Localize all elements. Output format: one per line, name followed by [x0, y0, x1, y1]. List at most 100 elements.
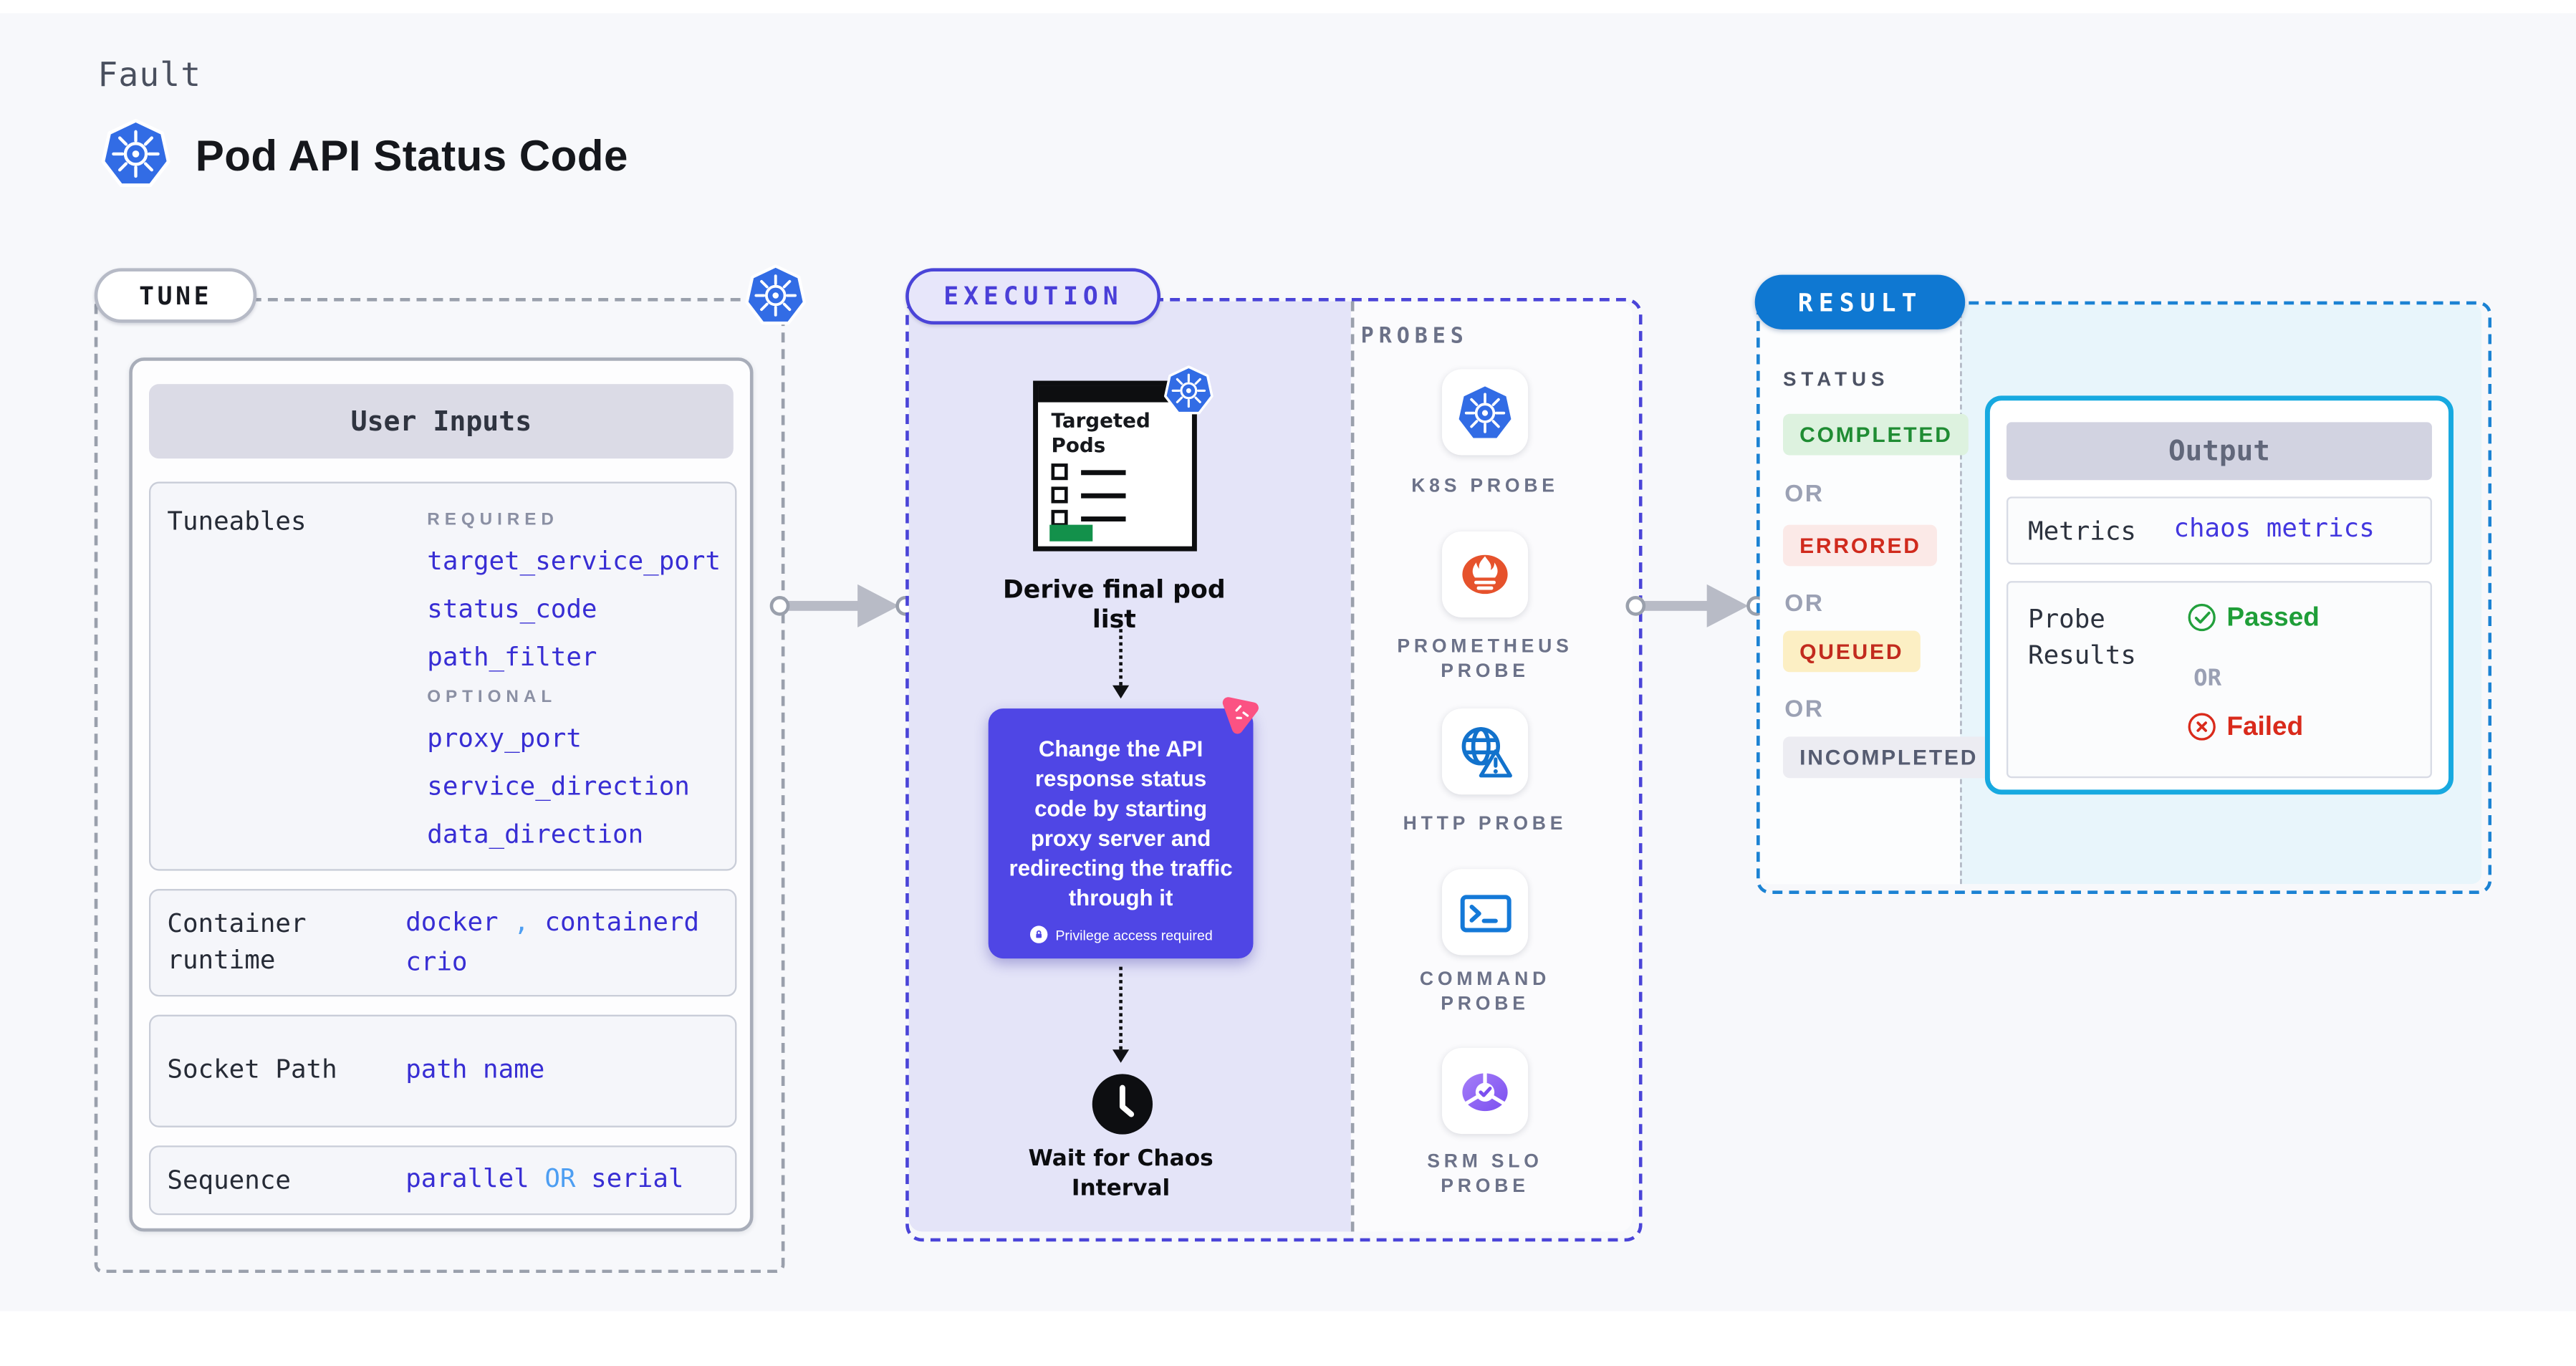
wait-chaos-interval-step: Wait for Chaos Interval	[1028, 1145, 1213, 1202]
bottom-edge	[0, 1311, 2576, 1366]
probe-label: K8S PROBE	[1411, 476, 1559, 497]
socket-path-row: Socket Path path name	[148, 1014, 737, 1127]
dotted-arrowhead	[1112, 685, 1130, 699]
probe-results-label: Probe Results	[2028, 604, 2137, 670]
tune-section-box	[94, 297, 785, 1274]
socket-path-label: Socket Path	[167, 1054, 337, 1084]
probe-card-k8s	[1441, 369, 1529, 456]
probes-to-result-arrow	[1640, 600, 1714, 610]
container-runtime-row: Container runtime docker , containerd cr…	[148, 889, 737, 997]
runtime-separator: ,	[514, 907, 529, 938]
metrics-row: Metrics chaos metrics	[2006, 496, 2432, 565]
output-card: Output Metrics chaos metrics Probe Resul…	[1984, 395, 2454, 795]
tuneable-value: target_service_port	[427, 546, 721, 577]
chaos-action-card: Change the API response status code by s…	[988, 708, 1254, 959]
tuneable-value: data_direction	[427, 819, 644, 850]
container-runtime-label: Container runtime	[167, 908, 307, 976]
execution-pill-label: EXECUTION	[943, 281, 1123, 312]
connector-node	[1625, 595, 1646, 616]
tune-pill: TUNE	[94, 268, 257, 323]
list-line	[1081, 493, 1126, 498]
tune-to-execution-arrow	[784, 600, 865, 610]
passed-label: Passed	[2226, 604, 2320, 633]
tuneable-value: service_direction	[427, 771, 690, 802]
prometheus-icon	[1453, 543, 1517, 606]
sequence-parallel: parallel	[405, 1163, 529, 1194]
probe-card-command	[1441, 869, 1529, 956]
kubernetes-icon	[101, 117, 170, 191]
failed-label: Failed	[2226, 713, 2304, 742]
chaos-action-text: Change the API response status code by s…	[1009, 736, 1233, 911]
top-edge	[0, 0, 2576, 14]
tuneables-label: Tuneables	[167, 506, 307, 537]
page-title: Pod API Status Code	[195, 130, 628, 181]
terminal-icon	[1454, 882, 1516, 943]
dotted-arrowhead	[1112, 1049, 1130, 1063]
probe-card-prometheus	[1441, 531, 1529, 618]
connector-node	[769, 595, 790, 616]
status-badge-errored: ERRORED	[1783, 524, 1938, 567]
sequence-label: Sequence	[167, 1165, 291, 1196]
check-circle-icon	[2187, 602, 2217, 633]
targeted-pods-window: Targeted Pods	[1033, 380, 1197, 552]
result-status-region	[1759, 304, 1961, 885]
status-badge-queued: QUEUED	[1783, 630, 1921, 673]
kubernetes-icon	[1164, 364, 1213, 417]
tuneable-value: status_code	[427, 594, 597, 625]
tuneable-value: path_filter	[427, 642, 597, 673]
sequence-row: Sequence parallel OR serial	[148, 1145, 737, 1216]
list-line	[1081, 516, 1126, 521]
probes-to-result-arrowhead	[1706, 584, 1749, 627]
probe-label: SRM SLO PROBE	[1427, 1152, 1543, 1197]
optional-label: OPTIONAL	[427, 687, 557, 707]
sequence-serial: serial	[591, 1163, 684, 1194]
or-label: OR	[2193, 665, 2222, 693]
clock-icon	[1091, 1073, 1154, 1136]
privilege-note: Privilege access required	[1055, 926, 1213, 943]
probe-label: COMMAND PROBE	[1419, 970, 1551, 1015]
execution-probes-divider	[1350, 301, 1355, 1232]
kubernetes-icon	[745, 263, 807, 327]
metrics-value: chaos metrics	[2173, 513, 2375, 544]
socket-path-value: path name	[405, 1054, 545, 1084]
lock-icon	[1029, 925, 1047, 943]
runtime-crio: crio	[405, 946, 468, 977]
sequence-or: OR	[544, 1163, 576, 1194]
execution-pill: EXECUTION	[905, 268, 1161, 324]
probe-label: HTTP PROBE	[1403, 814, 1567, 834]
slo-pie-check-icon	[1453, 1059, 1517, 1122]
result-divider	[1960, 304, 1962, 885]
result-pill-label: RESULT	[1797, 287, 1923, 317]
checkbox-icon	[1051, 509, 1068, 526]
status-badge-incompleted: INCOMPLETED	[1783, 736, 1995, 779]
probes-section-label: PROBES	[1360, 324, 1469, 350]
required-label: REQUIRED	[427, 509, 559, 530]
probe-card-srm-slo	[1441, 1047, 1529, 1135]
probe-card-http	[1441, 708, 1529, 795]
runtime-docker: docker	[405, 907, 499, 938]
runtime-containerd: containerd	[544, 907, 700, 938]
status-label: STATUS	[1783, 367, 1890, 391]
checkbox-icon	[1051, 463, 1068, 481]
tune-pill-label: TUNE	[139, 280, 213, 311]
targeted-pods-title: Targeted Pods	[1051, 408, 1150, 457]
or-label: OR	[1784, 696, 1825, 723]
list-line	[1081, 470, 1126, 475]
output-header: Output	[2006, 422, 2432, 481]
user-inputs-card: User Inputs Tuneables REQUIRED target_se…	[129, 357, 754, 1232]
container-runtime-values: docker , containerd	[405, 907, 699, 937]
metrics-label: Metrics	[2028, 516, 2137, 547]
result-section-box	[1756, 301, 2492, 894]
user-inputs-header: User Inputs	[148, 384, 734, 459]
sequence-value: parallel OR serial	[405, 1164, 683, 1194]
result-pill: RESULT	[1754, 274, 1966, 330]
tune-to-execution-arrowhead	[857, 584, 899, 627]
tuneables-row: Tuneables REQUIRED target_service_port s…	[148, 481, 737, 871]
derive-pod-list-step: Derive final pod list	[1003, 574, 1226, 635]
probe-label: PROMETHEUS PROBE	[1397, 637, 1573, 683]
x-circle-icon	[2187, 712, 2217, 742]
kubernetes-icon	[1455, 382, 1514, 443]
or-label: OR	[1784, 481, 1825, 509]
dotted-connector	[1119, 614, 1123, 686]
